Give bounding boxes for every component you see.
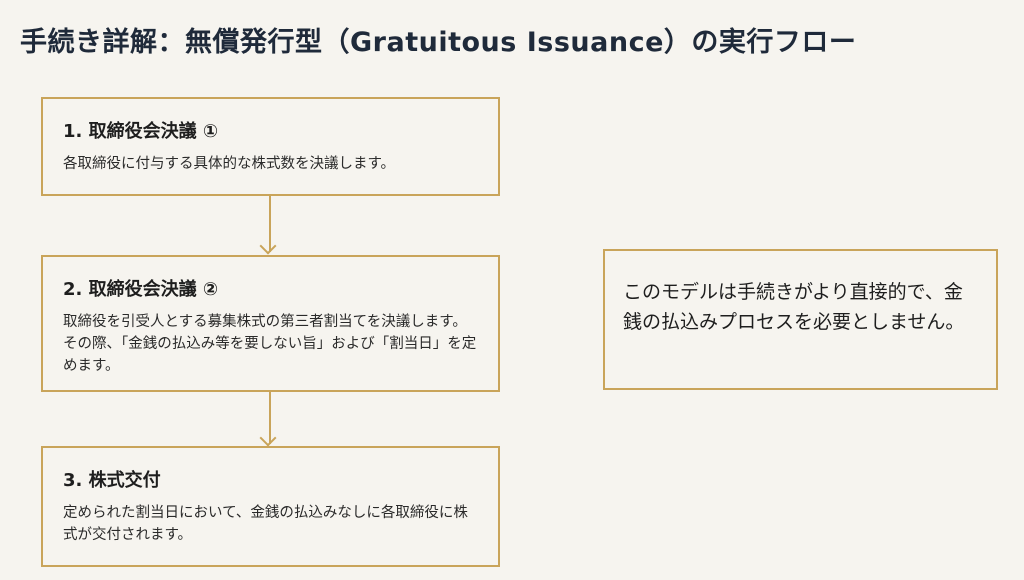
step-1-body: 各取締役に付与する具体的な株式数を決議します。 (63, 156, 396, 172)
arrow-down-icon (259, 429, 277, 447)
step-1-box: 1. 取締役会決議 ① 各取締役に付与する具体的な株式数を決議します。 (41, 97, 500, 196)
step-2-box: 2. 取締役会決議 ② 取締役を引受人とする募集株式の第三者割当てを決議します。… (41, 255, 500, 392)
arrow-connector-2 (269, 392, 271, 444)
note-text: このモデルは手続きがより直接的で、金銭の払込みプロセスを必要としません。 (623, 281, 965, 333)
step-3-body: 定められた割当日において、金銭の払込みなしに各取締役に株式が交付されます。 (63, 505, 468, 543)
note-box: このモデルは手続きがより直接的で、金銭の払込みプロセスを必要としません。 (603, 249, 998, 390)
step-2-heading: 2. 取締役会決議 ② (63, 279, 219, 300)
step-3-box: 3. 株式交付 定められた割当日において、金銭の払込みなしに各取締役に株式が交付… (41, 446, 500, 567)
step-2-body: 取締役を引受人とする募集株式の第三者割当てを決議します。その際、「金銭の払込み等… (63, 314, 477, 374)
step-3-heading: 3. 株式交付 (63, 470, 161, 491)
step-1-heading: 1. 取締役会決議 ① (63, 121, 219, 142)
arrow-down-icon (259, 237, 277, 255)
arrow-connector-1 (269, 196, 271, 252)
page-title: 手続き詳解：無償発行型（Gratuitous Issuance）の実行フロー (20, 27, 857, 58)
